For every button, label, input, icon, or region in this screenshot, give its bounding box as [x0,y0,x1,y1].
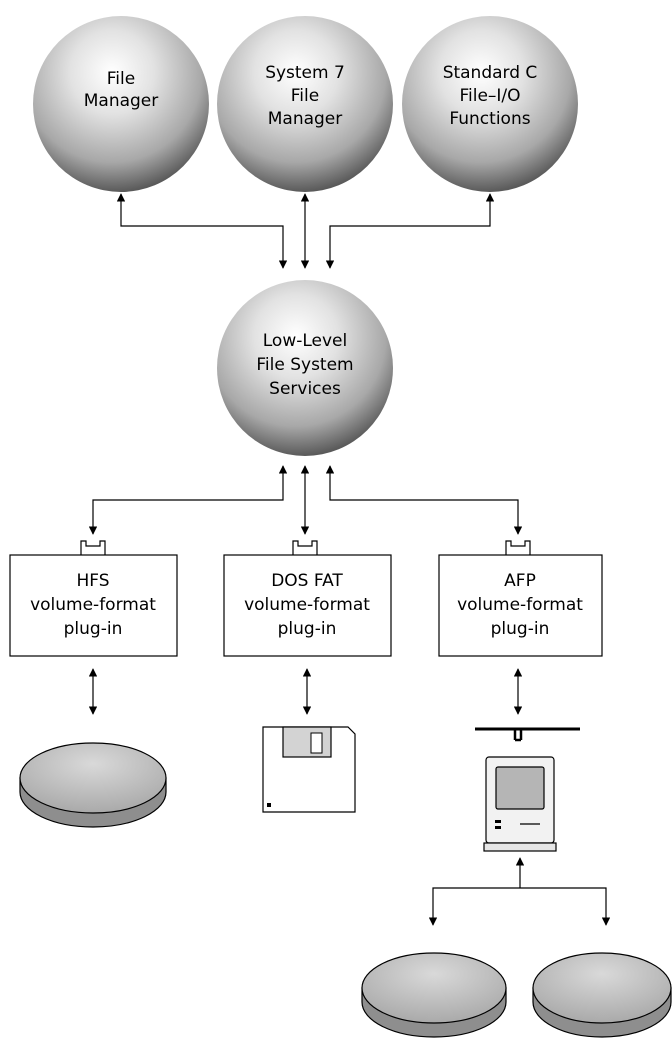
connector-hfs [88,465,288,535]
low-level-label-line3: Services [269,379,341,399]
network-segment [475,727,580,742]
remote-disk-left-icon [361,952,507,1038]
low-level-services-sphere: Low-Level File System Services [217,280,393,456]
hfs-label-line3: plug-in [64,619,123,639]
hfs-plugin-box: HFS volume-format plug-in [9,540,178,657]
system7-file-manager-sphere: System 7 File Manager [217,16,393,192]
floppy-disk-icon [262,726,356,813]
hfs-label-line1: HFS [76,571,109,591]
afp-label-line3: plug-in [491,619,550,639]
connector-standard-c [325,193,495,269]
system7-label-line2: File [291,86,319,106]
file-manager-label-line1: File [107,69,135,89]
system7-label-line1: System 7 [265,63,345,83]
system7-label-line3: Manager [268,109,343,129]
connector-mac-left-disk [428,887,520,926]
connector-file-manager [116,193,288,269]
remote-disk-right-icon [532,952,672,1038]
standard-c-label-line3: Functions [449,109,530,129]
afp-label-line2: volume-format [457,595,583,615]
connector-mac-right-disk [520,887,611,926]
connector-afp [325,465,523,535]
file-manager-label-line2: Manager [84,91,159,111]
afp-label-line1: AFP [504,571,536,591]
dos-fat-label-line3: plug-in [278,619,337,639]
hfs-label-line2: volume-format [30,595,156,615]
afp-plugin-box: AFP volume-format plug-in [438,540,603,657]
standard-c-label-line2: File–I/O [459,86,520,106]
dos-fat-label-line2: volume-format [244,595,370,615]
low-level-label-line1: Low-Level [263,331,348,351]
dos-fat-label-line1: DOS FAT [271,571,343,591]
hard-disk-icon [19,742,167,828]
macintosh-computer-icon [483,756,557,852]
dos-fat-plugin-box: DOS FAT volume-format plug-in [223,540,392,657]
standard-c-io-sphere: Standard C File–I/O Functions [402,16,578,192]
low-level-label-line2: File System [256,355,353,375]
standard-c-label-line1: Standard C [443,63,538,83]
file-manager-sphere: File Manager [33,16,209,192]
